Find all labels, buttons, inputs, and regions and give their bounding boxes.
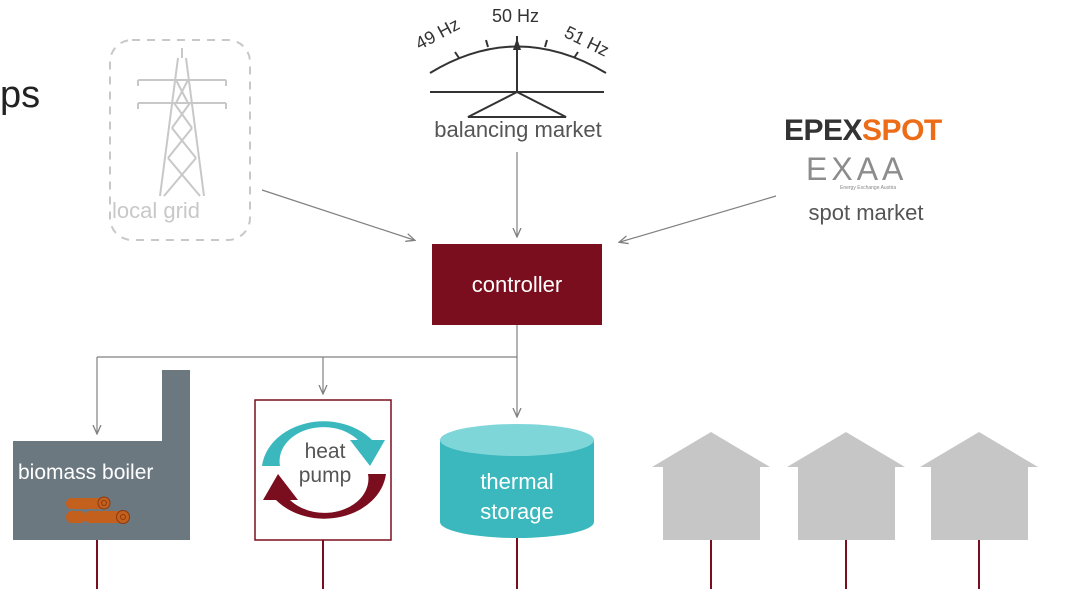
heat-pump-label: heat pump — [290, 440, 360, 488]
heat-pump-label-line2: pump — [298, 464, 352, 487]
thermal-storage-label: thermal storage — [442, 467, 592, 527]
thermal-storage-body — [440, 440, 594, 538]
biomass-boiler-shape — [13, 370, 190, 540]
heat-pump-label-line1: heat — [304, 440, 346, 463]
house-1-icon — [652, 432, 770, 540]
heat-pipes — [96, 538, 980, 589]
arrow-local-grid-to-controller — [261, 189, 414, 240]
local-grid-label: local grid — [112, 198, 201, 223]
thermal-storage-top — [440, 424, 594, 456]
thermal-storage-label-line2: storage — [480, 499, 554, 524]
epex-spot-logo: EPEXSPOT — [784, 114, 942, 147]
slide-title-fragment: ps — [0, 74, 41, 116]
local-grid-frame — [109, 39, 251, 241]
balancing-market-label: balancing market — [434, 117, 602, 142]
arrow-spot-to-controller — [620, 195, 777, 242]
thermal-storage-label-line1: thermal — [480, 469, 554, 494]
controller-box: controller — [432, 244, 602, 325]
heat-pump-red-arrow — [263, 474, 386, 519]
hz-50-label: 50 Hz — [492, 6, 540, 26]
spot-market-label: spot market — [808, 200, 924, 225]
controller-output-lines — [97, 325, 518, 358]
controller-label: controller — [471, 271, 563, 297]
power-pylon-icon — [137, 48, 227, 197]
house-3-icon — [920, 432, 1038, 540]
heat-pump-teal-arrow — [262, 421, 385, 466]
exaa-subtitle: Energy Exchange Austria — [840, 185, 897, 191]
gauge-needle-icon — [513, 38, 521, 50]
house-2-icon — [787, 432, 905, 540]
biomass-boiler-label: biomass boiler — [18, 461, 154, 484]
wood-logs-icon — [66, 496, 130, 524]
exaa-logo: EXAA — [806, 151, 908, 187]
